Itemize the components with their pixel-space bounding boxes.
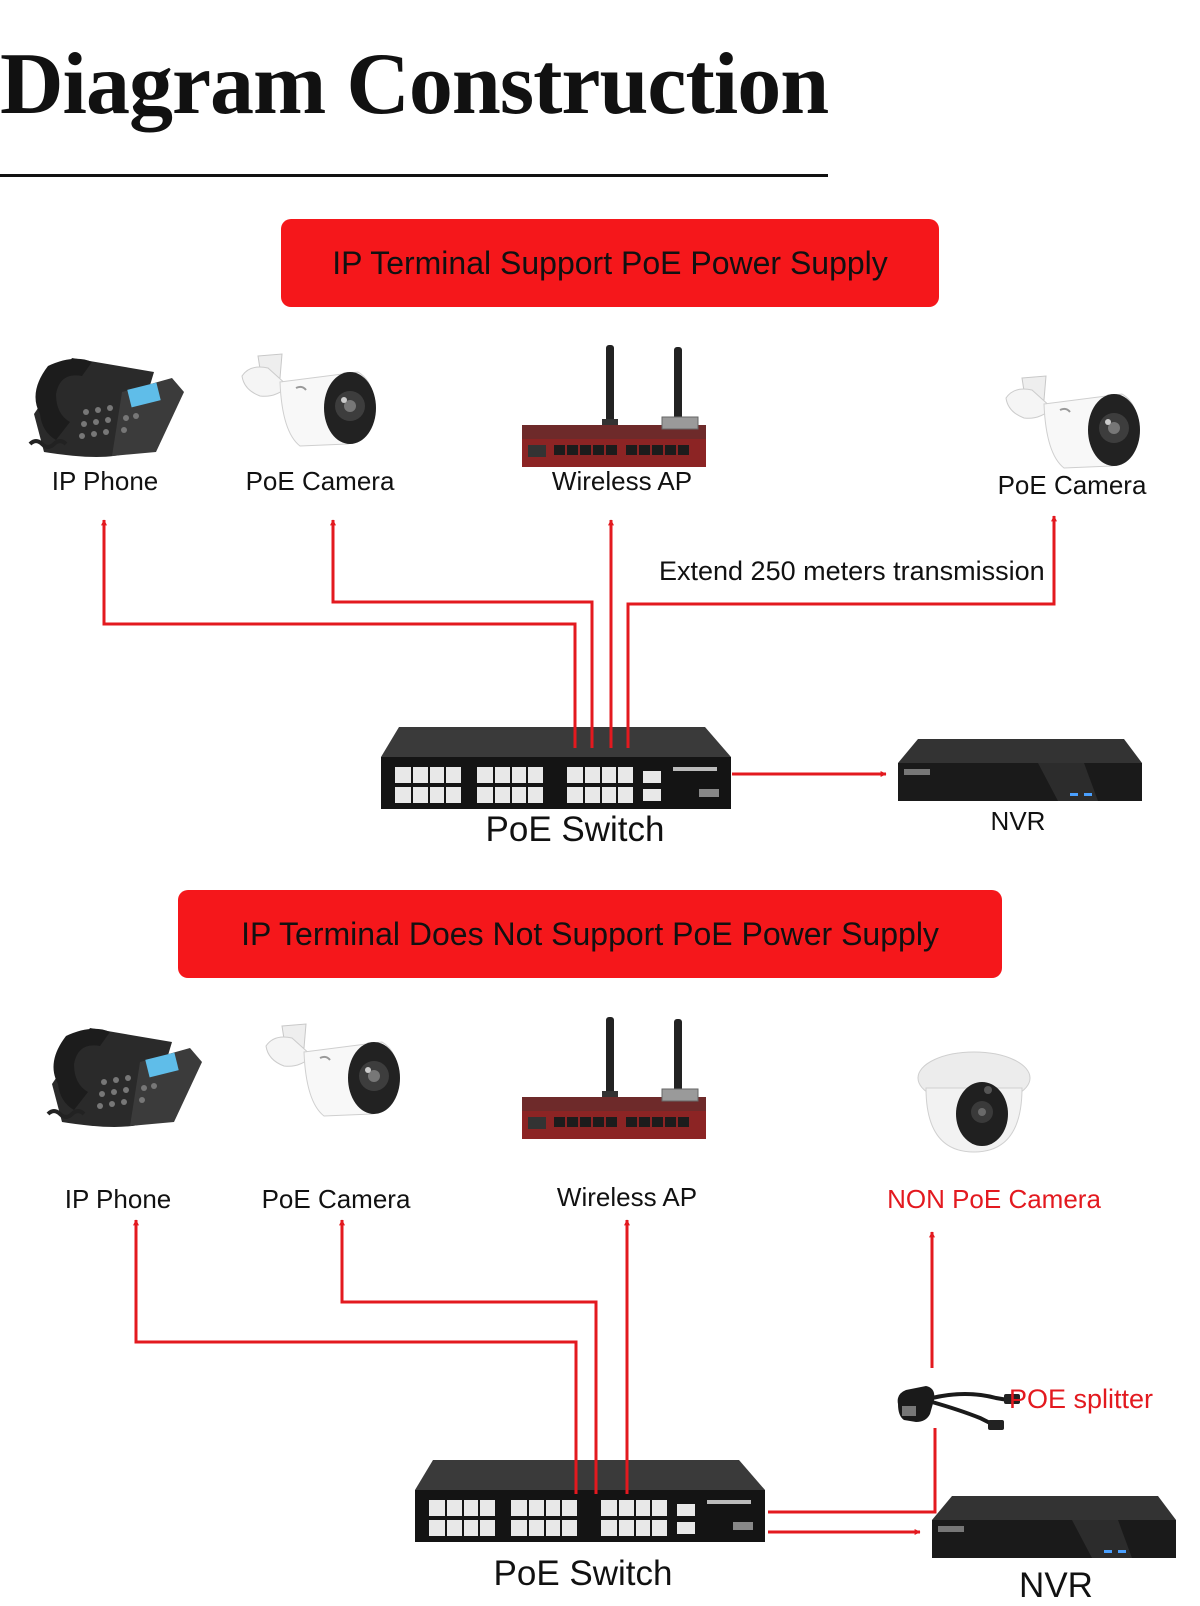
- ip-phone-label: IP Phone: [51, 466, 159, 496]
- poe-switch-icon: [415, 1460, 765, 1542]
- poe-camera-label: PoE Camera: [261, 1184, 411, 1214]
- extend-transmission-note: Extend 250 meters transmission: [659, 556, 1045, 586]
- wireless-ap-label: Wireless AP: [556, 1182, 698, 1212]
- bullet-camera-icon: [1005, 375, 1141, 469]
- ip-phone-icon: [28, 356, 186, 459]
- nvr-label: NVR: [990, 806, 1046, 836]
- wireless-router-icon: [521, 1016, 707, 1140]
- poe-splitter-label: POE splitter: [1009, 1384, 1154, 1414]
- section2-banner: IP Terminal Does Not Support PoE Power S…: [178, 890, 1002, 978]
- ip-phone-label: IP Phone: [64, 1184, 172, 1214]
- nvr-icon: [898, 739, 1142, 801]
- page-title: Diagram Construction: [0, 36, 829, 133]
- nvr-icon: [932, 1496, 1176, 1558]
- poe-camera-label: PoE Camera: [997, 470, 1147, 500]
- wireless-router-icon: [521, 344, 707, 468]
- title-divider: [0, 174, 828, 177]
- bullet-camera-icon: [265, 1023, 401, 1117]
- section1-banner: IP Terminal Support PoE Power Supply: [281, 219, 939, 307]
- poe-switch-icon: [381, 727, 731, 809]
- bullet-camera-icon: [241, 353, 377, 447]
- poe-camera-label: PoE Camera: [245, 466, 395, 496]
- non-poe-camera-label: NON PoE Camera: [887, 1184, 1101, 1214]
- poe-splitter-icon: [895, 1384, 1022, 1432]
- poe-switch-label: PoE Switch: [485, 810, 665, 849]
- nvr-label: NVR: [1019, 1566, 1093, 1605]
- dome-camera-icon: [917, 1051, 1031, 1153]
- wireless-ap-label: Wireless AP: [551, 466, 693, 496]
- ip-phone-icon: [46, 1026, 204, 1129]
- poe-switch-label: PoE Switch: [493, 1554, 673, 1593]
